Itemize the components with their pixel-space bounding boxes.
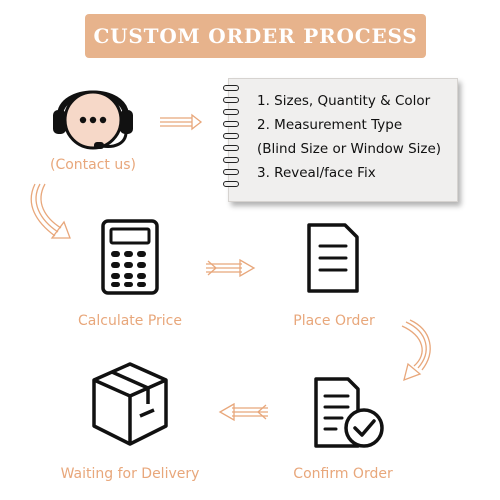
requirements-notebook: 1. Sizes, Quantity & Color 2. Measuremen… bbox=[223, 78, 458, 202]
step-label-calculate-price: Calculate Price bbox=[78, 313, 182, 329]
document-icon bbox=[307, 223, 359, 293]
curved-arrow-down-icon bbox=[401, 319, 431, 382]
contact-label: (Contact us) bbox=[49, 157, 137, 173]
spiral-binding bbox=[223, 85, 239, 197]
document-check-icon bbox=[314, 377, 384, 448]
curved-arrow-down-icon bbox=[30, 183, 71, 239]
step-label-place-order: Place Order bbox=[293, 313, 375, 329]
note-line: 2. Measurement Type bbox=[257, 117, 403, 133]
note-line: 3. Reveal/face Fix bbox=[257, 165, 376, 181]
step-label-confirm-order: Confirm Order bbox=[293, 466, 393, 482]
step-label-waiting-for-delivery: Waiting for Delivery bbox=[60, 466, 200, 482]
note-line: 1. Sizes, Quantity & Color bbox=[257, 93, 431, 109]
title-banner: CUSTOM ORDER PROCESS bbox=[85, 14, 426, 58]
headset-support-icon bbox=[53, 90, 133, 150]
note-line: (Blind Size or Window Size) bbox=[257, 141, 442, 157]
arrow-right-icon bbox=[160, 113, 203, 131]
package-box-icon bbox=[92, 362, 168, 446]
arrow-right-icon bbox=[206, 258, 256, 278]
page-title: CUSTOM ORDER PROCESS bbox=[93, 24, 418, 48]
arrow-left-icon bbox=[218, 402, 268, 422]
calculator-icon bbox=[101, 219, 159, 295]
